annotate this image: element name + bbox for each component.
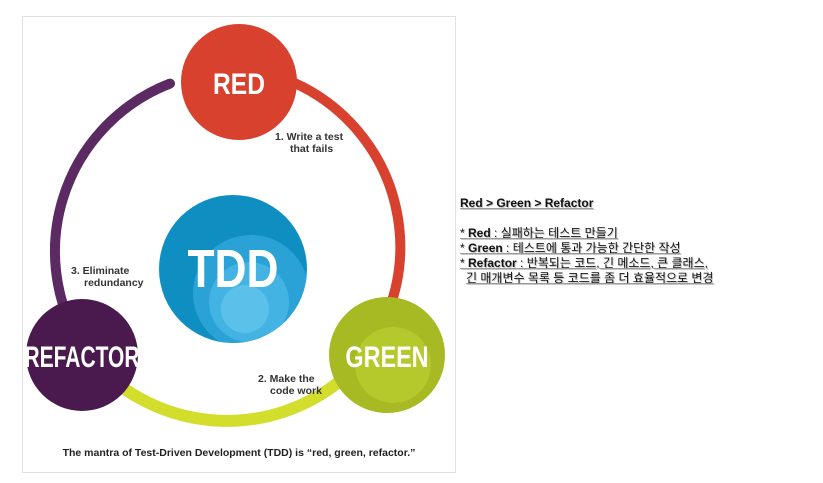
diagram-caption: The mantra of Test-Driven Development (T…: [62, 447, 416, 459]
tdd-cycle-graphic: TDD RED GREEN REFACTOR: [24, 24, 445, 427]
refactor-label: REFACTOR: [24, 342, 139, 374]
tdd-center-circle: TDD: [159, 195, 307, 343]
note-red-desc: : 실패하는 테스트 만들기: [490, 226, 618, 240]
step-3-line-1: 3. Eliminate: [71, 265, 130, 277]
note-refactor-desc: : 반복되는 코드, 긴 메소드, 큰 클래스,: [516, 256, 708, 270]
step-3-line-2: redundancy: [84, 277, 144, 290]
note-refactor-term: Refactor: [468, 256, 517, 270]
notes-title: Red > Green > Refactor: [460, 196, 594, 210]
note-green: * Green : 테스트에 통과 가능한 간단한 작성: [460, 241, 681, 255]
refactor-node: REFACTOR: [24, 299, 140, 411]
note-green-term: Green: [468, 241, 503, 255]
step-make-code-work: 2. Make the code work: [258, 373, 322, 397]
note-red: * Red : 실패하는 테스트 만들기: [460, 226, 618, 240]
step-2-line-2: code work: [270, 385, 322, 398]
tdd-label: TDD: [188, 239, 279, 299]
note-refactor-continuation: 긴 매개변수 목록 등 코드를 좀 더 효율적으로 변경: [466, 271, 714, 285]
step-write-test: 1. Write a test that fails: [275, 131, 343, 155]
note-refactor: * Refactor : 반복되는 코드, 긴 메소드, 큰 클래스,: [460, 256, 708, 270]
green-label: GREEN: [345, 340, 428, 373]
tdd-notes: Red > Green > Refactor * Red : 실패하는 테스트 …: [460, 196, 815, 286]
step-1-line-1: 1. Write a test: [275, 131, 344, 143]
step-eliminate-redundancy: 3. Eliminate redundancy: [71, 265, 144, 289]
red-label: RED: [213, 67, 265, 101]
tdd-cycle-diagram: TDD RED GREEN REFACTOR 1. Write a test t…: [22, 16, 456, 473]
note-green-desc: : 테스트에 통과 가능한 간단한 작성: [502, 241, 681, 255]
red-node: RED: [181, 24, 297, 140]
green-node: GREEN: [329, 297, 445, 413]
step-1-line-2: that fails: [290, 143, 334, 156]
step-2-line-1: 2. Make the: [258, 373, 315, 385]
note-red-term: Red: [468, 226, 491, 240]
